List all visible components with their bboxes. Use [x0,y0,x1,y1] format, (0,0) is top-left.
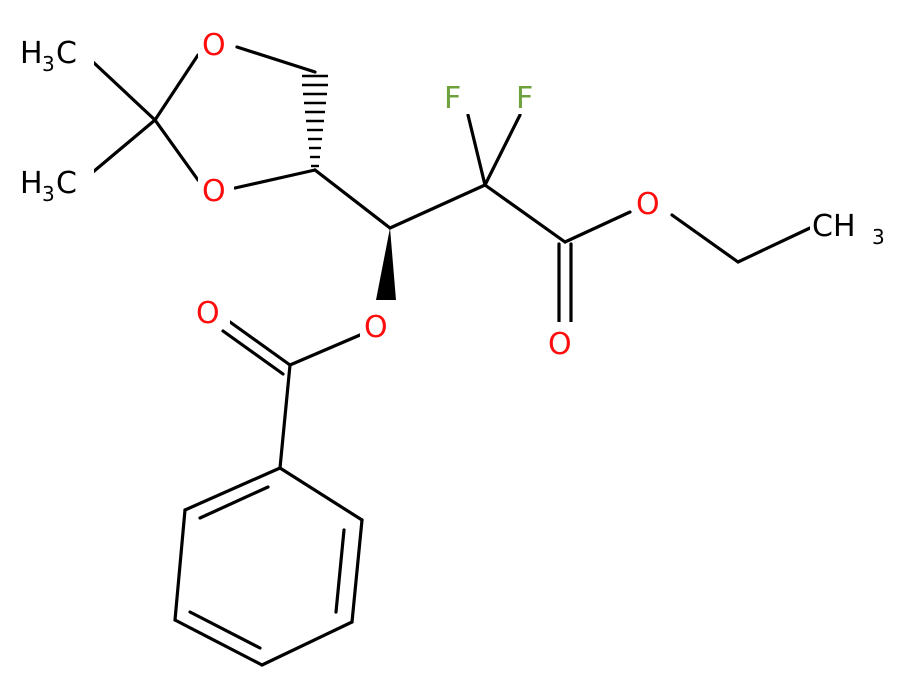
bond-o1-c2 [153,53,200,122]
methyl-top-left-sub: 3 [42,52,55,76]
ring-3 [173,618,264,667]
atom-labels: H 3 C H 3 C O O F F O O CH 3 [18,25,894,362]
ethyl-methyl-label: CH 3 [810,200,894,249]
stereo-bonds [302,74,396,300]
ring-2 [173,508,187,622]
benzoate-oxygen: O [364,310,388,345]
ring-1 [183,466,282,512]
ring-inner-b [188,610,262,650]
bond-c2-me-top [91,60,157,122]
bond-c2-o3 [153,118,200,182]
bond-c3-cf2 [388,183,487,230]
bond-benzoyl-co-a [228,320,292,367]
bond-benzoyl-co-b [221,329,285,376]
bond-ch2-ch3 [736,226,812,264]
bond-benzoyl-ring [278,363,292,470]
methyl-mid-left-h: H [20,166,43,201]
bond-ester-o-ch2 [670,213,740,264]
bonds [91,45,812,667]
bond-c5-o1 [235,45,317,74]
methyl-top-left-c: C [56,36,77,71]
ethyl-methyl-sub: 3 [872,225,885,249]
ring-6 [278,466,364,522]
ring-inner-c [334,528,346,614]
methyl-mid-left-sub: 3 [42,182,55,206]
fluorine-1: F [444,81,461,116]
ethyl-methyl-ch: CH [812,209,856,244]
ring-oxygen-bottom: O [202,174,226,209]
benzoyl-carbonyl-oxygen: O [196,296,220,331]
fluorine-2: F [516,81,533,116]
methyl-mid-left-c: C [56,166,77,201]
bond-cf2-f2 [483,113,522,187]
methyl-top-left-h: H [20,36,43,71]
methyl-top-left-label: H 3 C [18,30,94,76]
bond-o3-c4 [233,168,317,190]
solid-wedge-c3-o [376,228,396,300]
ester-carbonyl-oxygen: O [548,327,572,362]
ring-5 [350,518,364,624]
ring-4 [260,620,354,667]
bond-o-benzoyl-c [288,333,362,367]
bond-cf2-f1 [466,113,487,187]
ring-inner-a [198,485,270,520]
hashed-wedge-c4-c5 [302,74,328,168]
bond-c2-me-bottom [91,118,157,174]
methyl-mid-left-label: H 3 C [18,160,94,206]
bond-c4-c3 [313,168,392,230]
ring-oxygen-top: O [202,28,226,63]
ester-oxygen: O [636,187,660,222]
bond-ester-c-o [563,210,632,244]
bond-cf2-ester-c [483,183,567,244]
